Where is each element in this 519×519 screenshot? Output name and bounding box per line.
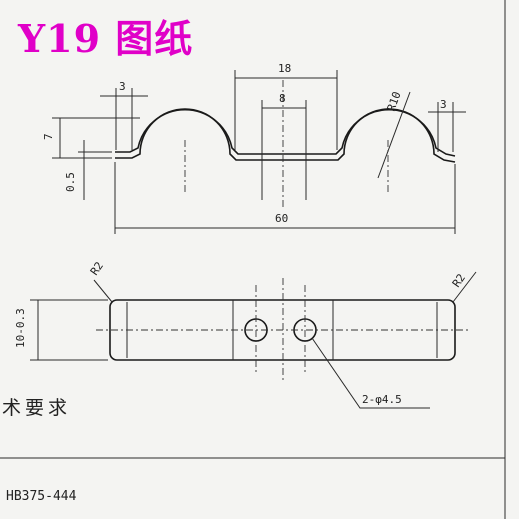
dim-7: 7 <box>42 133 55 140</box>
dim-3-right: 3 <box>440 98 447 111</box>
dim-8: 8 <box>279 92 286 105</box>
dim-0-5: 0.5 <box>64 172 77 192</box>
dim-r2-right: R2 <box>450 271 468 289</box>
clamp-profile-outer <box>115 109 456 157</box>
clamp-profile-inner <box>115 108 456 163</box>
radius-leader <box>377 91 411 179</box>
corner-radius-leader-right <box>452 271 477 303</box>
hole-callout: 2-φ4.5 <box>362 393 402 406</box>
drawing-title: Y19 图纸 <box>18 16 194 61</box>
dim-r10: R10 <box>385 90 404 113</box>
dim-r2-left: R2 <box>88 259 106 277</box>
dim-3-left: 3 <box>119 80 126 93</box>
corner-radius-leader-left <box>93 279 113 303</box>
tech-requirements-heading: 术要求 <box>2 397 71 419</box>
dim-width: 10-0.3 <box>14 308 27 348</box>
dim-60: 60 <box>275 212 288 225</box>
hole-leader <box>311 337 430 409</box>
dim-18: 18 <box>278 62 291 75</box>
standard-note: HB375-444 <box>6 489 77 504</box>
clamp-plan-outline <box>109 299 456 361</box>
